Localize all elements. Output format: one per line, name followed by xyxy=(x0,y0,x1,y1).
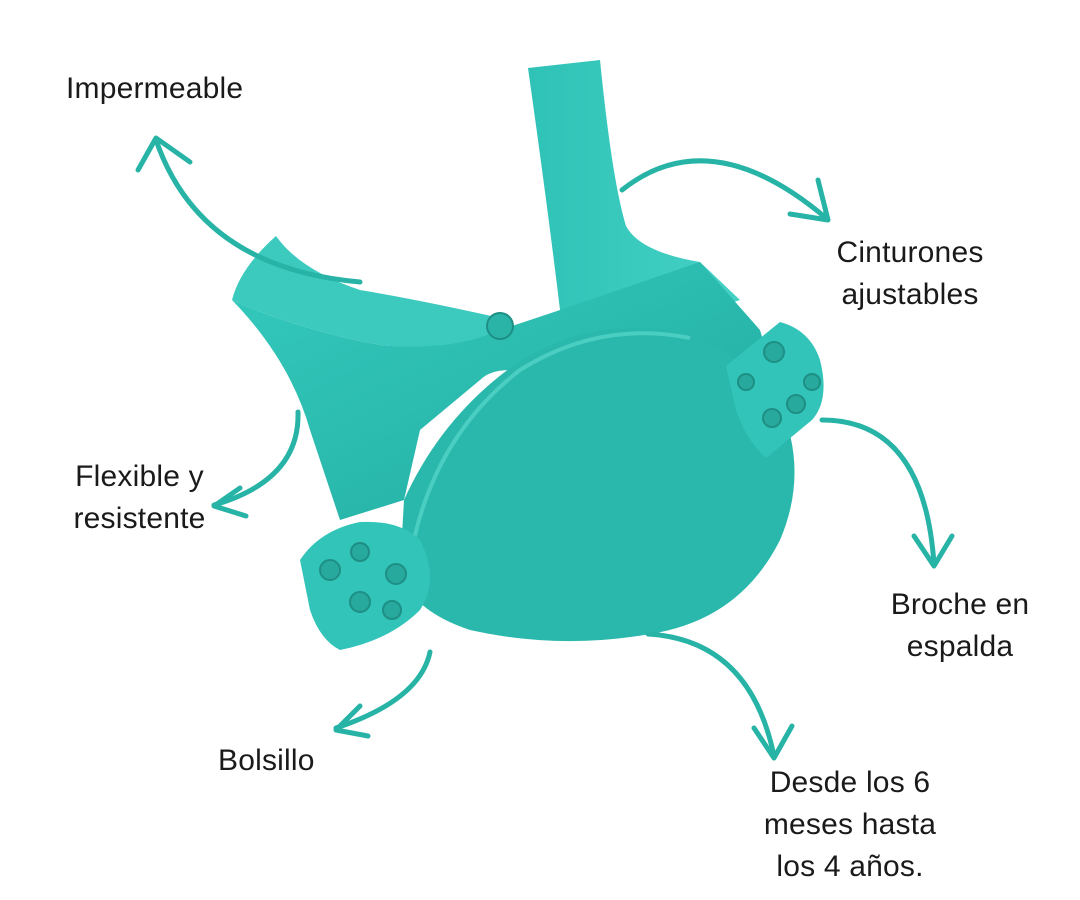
bib-upper-body xyxy=(232,262,780,520)
right-snaps xyxy=(737,341,821,428)
right-strap-tab xyxy=(726,322,824,458)
label-line: Cinturones xyxy=(836,236,984,269)
shoulder-button xyxy=(486,312,514,340)
left-strap-tab xyxy=(300,521,430,650)
left-shoulder-band xyxy=(232,236,500,348)
label-line: resistente xyxy=(73,502,206,535)
label-impermeable: Impermeable xyxy=(66,72,244,105)
label-line: los 4 años. xyxy=(776,850,924,883)
label-line: Broche en xyxy=(890,588,1030,621)
label-line: Flexible y xyxy=(75,460,204,493)
curved-arrow-icon xyxy=(645,631,795,761)
curved-arrow-icon xyxy=(819,417,955,569)
curved-arrow-icon xyxy=(333,649,433,739)
label-bolsillo: Bolsillo xyxy=(218,744,315,777)
label-line: espalda xyxy=(906,630,1014,663)
label-broche-espalda: Broche en espalda xyxy=(870,584,1050,668)
label-line: ajustables xyxy=(841,278,979,311)
bib-pocket xyxy=(400,328,795,642)
left-snaps xyxy=(319,542,407,620)
curved-arrow-icon xyxy=(619,158,831,223)
label-flexible-resistente: Flexible y resistente xyxy=(52,456,227,540)
pocket-rim xyxy=(408,331,691,561)
curved-arrow-icon xyxy=(135,135,363,285)
silicone-bib-icon xyxy=(232,60,824,650)
curved-arrow-icon xyxy=(211,409,301,519)
label-edad: Desde los 6 meses hasta los 4 años. xyxy=(735,762,965,888)
label-line: meses hasta xyxy=(763,808,937,841)
label-line: Desde los 6 xyxy=(769,766,931,799)
label-cinturones-ajustables: Cinturones ajustables xyxy=(810,232,1010,316)
